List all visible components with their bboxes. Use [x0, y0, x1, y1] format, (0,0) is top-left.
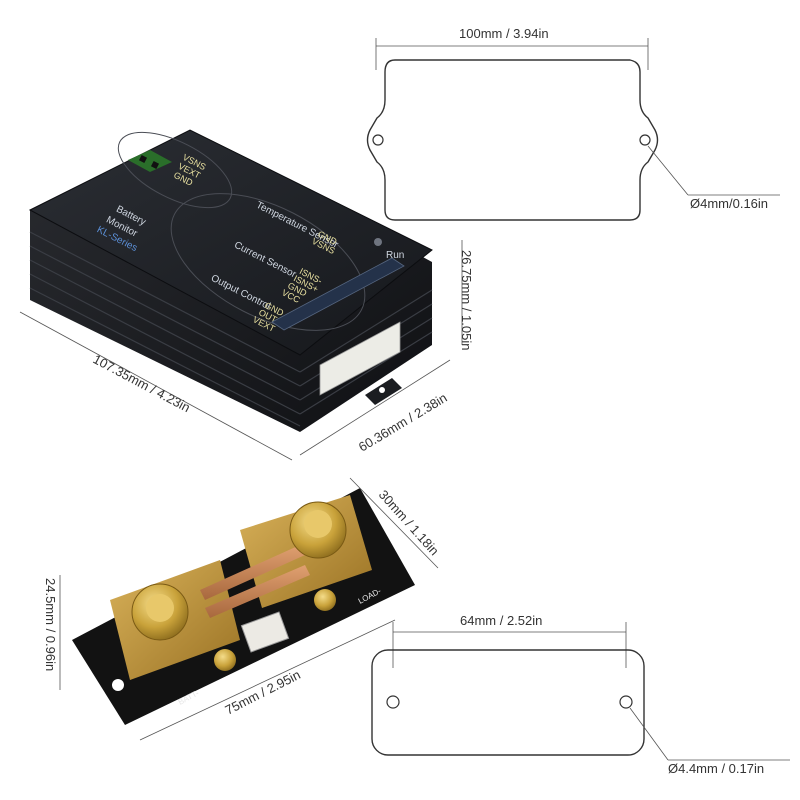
pin-header [271, 257, 405, 331]
monitor-outline-drawing [366, 38, 780, 221]
monitor-height-dim: 26.75mm / 1.05in [459, 250, 474, 350]
shunt-hole-spacing-dim: 64mm / 2.52in [460, 613, 542, 628]
shunt-outline-drawing [371, 622, 790, 761]
shunt-length-dim: 75mm / 2.95in [223, 667, 303, 718]
top-connector [128, 150, 172, 172]
shunt-hole-dia-dim: Ø4.4mm / 0.17in [668, 761, 764, 776]
shunt-dimension-lines [59, 477, 439, 741]
run-label: Run [386, 250, 404, 261]
shunt-resistor [72, 488, 415, 725]
battery-monitor-device: VSNS VEXT GND Battery Monitor KL-Series … [28, 129, 433, 432]
shunt-height-dim: 24.5mm / 0.96in [43, 578, 58, 671]
run-led [374, 238, 382, 246]
side-connector [319, 321, 401, 396]
monitor-hole-dia-dim: Ø4mm/0.16in [690, 196, 768, 211]
monitor-dimension-lines [19, 240, 463, 461]
monitor-hole-spacing-dim: 100mm / 3.94in [459, 26, 549, 41]
device-side-ribs [29, 231, 433, 427]
